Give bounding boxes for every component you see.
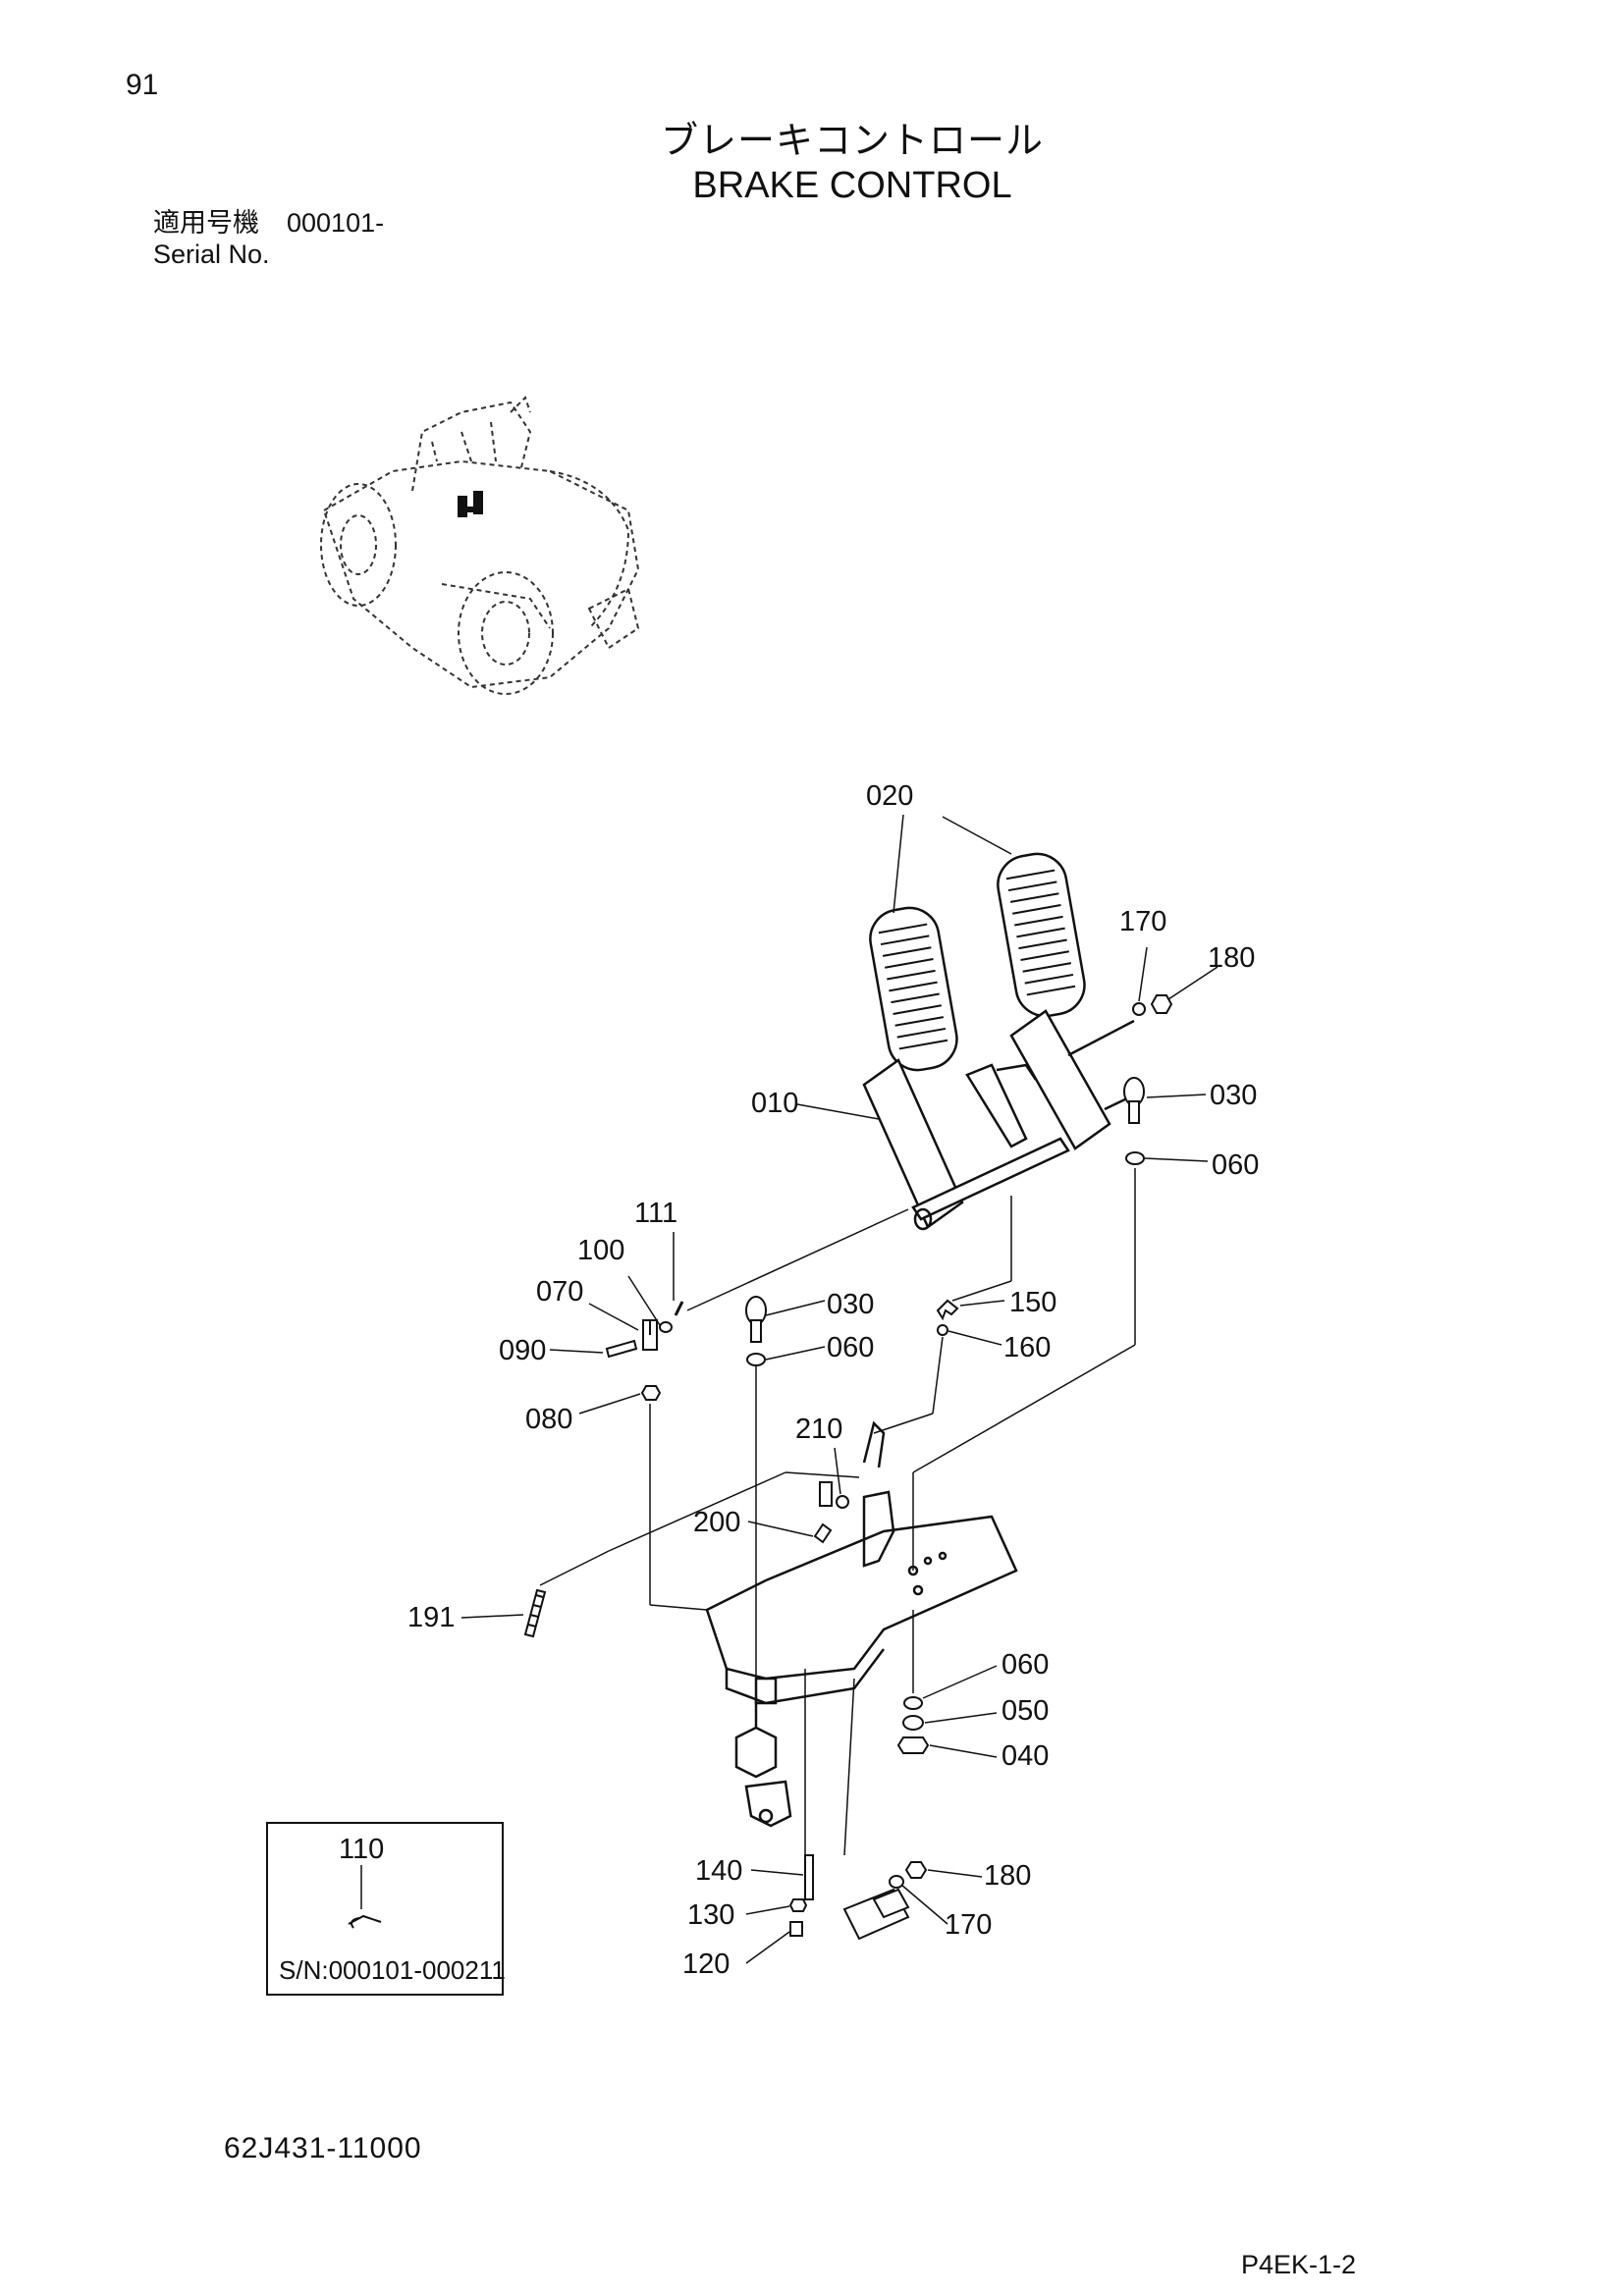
tractor-overview-illustration [320,396,640,695]
label-140: 140 [695,1855,742,1887]
inset-part-label: 110 [339,1834,384,1865]
label-060-top: 060 [1212,1149,1259,1181]
brake-pedal-pad-left [869,906,958,1072]
label-050: 050 [1001,1695,1049,1727]
drawing-number: 62J431-11000 [224,2132,422,2164]
label-120: 120 [682,1949,730,1980]
page-code: P4EK-1-2 [1241,2250,1357,2279]
label-180-top: 180 [1208,942,1255,974]
label-200: 200 [693,1507,740,1538]
label-170-top: 170 [1119,906,1166,937]
page-title-japanese: ブレーキコントロール [660,119,1044,162]
serial-inset-box: 110 S/N:000101-000211 [266,1822,506,1996]
label-090: 090 [499,1335,546,1366]
snap-pin-icon [348,1914,382,1929]
label-100: 100 [577,1235,624,1266]
leader-lines [460,814,1218,1964]
label-030-lower: 030 [827,1289,874,1320]
label-060-lower: 060 [827,1332,874,1363]
label-191: 191 [407,1602,455,1633]
page-title-english: BRAKE CONTROL [692,165,1012,206]
page-number: 91 [126,69,159,101]
label-030-top: 030 [1210,1080,1257,1111]
label-130: 130 [687,1899,734,1931]
brake-pedal-location-highlight [458,491,483,517]
brake-base-plate [705,1420,1018,1855]
brake-pedal-pad-right [997,852,1086,1018]
brake-pedal-assembly [686,1009,1135,1311]
part-number-labels: 020 170 180 010 030 060 111 100 070 030 … [407,780,1259,1980]
label-060-bottom: 060 [1001,1649,1049,1681]
label-040: 040 [1001,1740,1049,1772]
label-180-bottom: 180 [984,1860,1031,1892]
label-020: 020 [866,780,913,812]
serial-applicability: 適用号機 000101- [153,201,384,240]
label-150: 150 [1009,1287,1056,1318]
label-210: 210 [795,1414,842,1445]
label-160: 160 [1003,1332,1051,1363]
label-111: 111 [634,1198,677,1229]
label-010: 010 [751,1088,798,1119]
serial-label-english: Serial No. [153,240,270,269]
label-070: 070 [536,1276,583,1308]
hardware-parts [523,994,1173,1941]
serial-value: 000101- [287,208,385,238]
label-080: 080 [525,1404,572,1435]
serial-label-japanese: 適用号機 [153,208,259,239]
label-170-bottom: 170 [945,1909,992,1941]
inset-serial-range: S/N:000101-000211 [279,1955,506,1985]
